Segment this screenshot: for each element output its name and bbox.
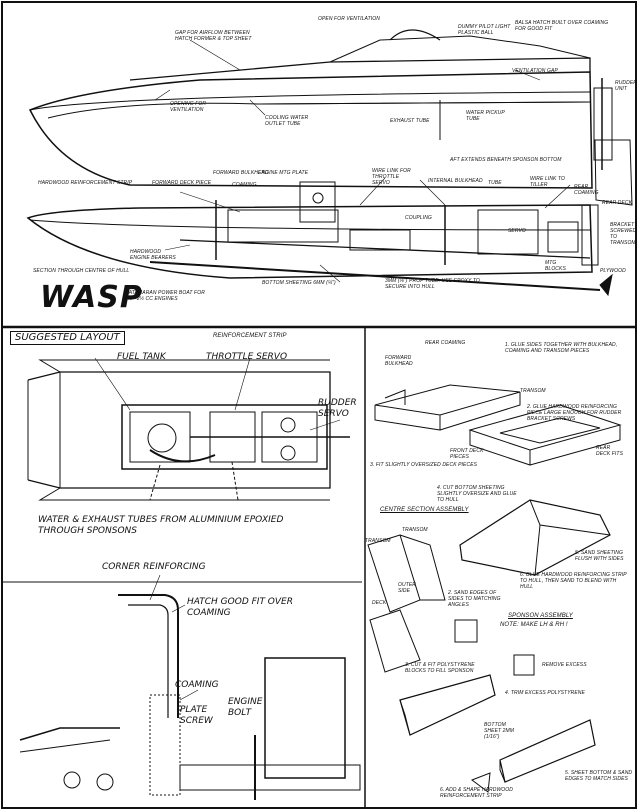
section-header: Suggested Layout bbox=[10, 331, 125, 345]
label-asm-rear-coaming: Rear coaming bbox=[425, 340, 466, 346]
label-open-vent: Open for ventilation bbox=[318, 16, 380, 22]
label-sponson-note: Note: make LH & RH ! bbox=[500, 622, 568, 628]
label-forward-deck: Forward deck piece bbox=[152, 180, 212, 186]
label-asm-step2: 2. Glue hardwood reinforcing piece large… bbox=[527, 404, 622, 422]
drawing-subtitle: Catamaran power boat for 1½ - 2½ cc engi… bbox=[125, 290, 205, 302]
hull-section bbox=[26, 181, 613, 297]
label-asm-transom3: Transom bbox=[365, 538, 391, 544]
label-asm-front-deck: Front deck pieces bbox=[450, 448, 484, 460]
label-wire-throttle: Wire link for throttle servo bbox=[372, 168, 411, 186]
label-asm-step1: 1. Glue sides together with bulkhead, co… bbox=[505, 342, 618, 354]
label-asm-step-sand: 2. Sand edges of sides to matching angle… bbox=[448, 590, 501, 608]
layout-plan bbox=[27, 359, 350, 501]
label-vent-gap: Ventilation gap bbox=[512, 68, 558, 74]
label-asm-transom: Transom bbox=[520, 388, 546, 394]
label-engine-plate: Engine mtg plate bbox=[258, 170, 309, 176]
label-gap-airflow: Gap for airflow between hatch former & t… bbox=[175, 30, 252, 42]
label-plate-screw: Plate screw bbox=[180, 705, 213, 726]
label-hardwood-strip: Hardwood reinforcement strip bbox=[38, 180, 133, 186]
label-sponson-header: Sponson assembly bbox=[508, 613, 573, 619]
label-remove-excess: Remove excess bbox=[542, 662, 587, 668]
label-bottom-sheeting: Bottom sheeting 6mm (¼") bbox=[262, 280, 336, 286]
label-cooling-water: Cooling water outlet tube bbox=[265, 115, 309, 127]
hull-side-elevation bbox=[28, 29, 633, 206]
label-asm-step5b: 5. Sheet bottom & sand edges to match si… bbox=[565, 770, 633, 782]
label-asm-transom2: Transom bbox=[402, 527, 428, 533]
leader-lines bbox=[94, 39, 571, 701]
label-rudder-unit: Rudder unit bbox=[615, 80, 637, 92]
label-asm-forward-bulkhead: Forward bulkhead bbox=[385, 355, 413, 367]
label-bracket: Bracket screwed to transom bbox=[610, 222, 637, 246]
label-corner-reinforcing: Corner reinforcing bbox=[102, 562, 206, 572]
label-asm-step4b: 4. Trim excess polystyrene bbox=[505, 690, 585, 696]
label-asm-step6b: 6. Add & shape hardwood reinforcement st… bbox=[440, 787, 513, 799]
label-fuel-tank: Fuel tank bbox=[117, 352, 166, 362]
corner-detail bbox=[2, 581, 362, 800]
label-dummy-pilot: Dummy pilot light plastic ball bbox=[458, 24, 511, 36]
label-plywood: Plywood bbox=[600, 268, 626, 274]
label-asm-step3: 3. Fit slightly oversized deck pieces bbox=[370, 462, 478, 468]
label-coupling: Coupling bbox=[405, 215, 432, 221]
label-prop-tube: 3mm (⅛") prop tube. Use epoxy to secure … bbox=[385, 278, 480, 290]
label-rudder-servo: Rudder servo bbox=[318, 398, 357, 419]
label-engine-bearers: Hardwood engine bearers bbox=[130, 249, 176, 261]
label-tube: Tube bbox=[488, 180, 502, 186]
label-bottom-sheet: Bottom sheet 2mm (1/16") bbox=[484, 722, 515, 740]
label-rear-deck: Rear deck bbox=[602, 200, 633, 206]
label-asm-rear-deck: Rear deck fits bbox=[596, 445, 624, 457]
label-hatch-fit: Hatch good fit over coaming bbox=[187, 597, 293, 618]
label-section-centre: Section through centre of hull bbox=[33, 268, 130, 274]
label-servo: Servo bbox=[508, 228, 526, 234]
label-balsa-hatch: Balsa hatch built over coaming for good … bbox=[515, 20, 609, 32]
label-forward-bulkhead: Forward bulkhead bbox=[213, 170, 269, 176]
label-coaming: Coaming bbox=[232, 182, 257, 188]
assembly-sketches bbox=[367, 384, 622, 793]
drawing-title: WASP bbox=[40, 280, 143, 315]
label-reinforcement-strip: Reinforcement strip bbox=[213, 333, 287, 339]
label-centre-header: Centre section assembly bbox=[380, 507, 469, 513]
label-throttle-servo: Throttle servo bbox=[206, 352, 288, 362]
label-asm-step5: 5. Sand sheeting flush with sides bbox=[575, 550, 624, 562]
label-asm-step4: 4. Cut bottom sheeting slightly oversize… bbox=[437, 485, 517, 503]
label-water-exhaust: Water & exhaust tubes from aluminium epo… bbox=[38, 515, 284, 536]
label-rear-coaming: Rear coaming bbox=[574, 184, 599, 196]
label-aft-extends: Aft extends beneath sponson bottom bbox=[450, 157, 562, 163]
label-exhaust-tube: Exhaust tube bbox=[390, 118, 430, 124]
label-asm-step6: 6. Glue hardwood reinforcing strip to hu… bbox=[520, 572, 627, 590]
label-asm-outer-side: Outer side bbox=[398, 582, 416, 594]
label-internal-bulkhead: Internal bulkhead bbox=[428, 178, 483, 184]
label-wire-tiller: Wire link to tiller bbox=[530, 176, 566, 188]
label-mtg-blocks: Mtg blocks bbox=[545, 260, 566, 272]
label-asm-deck: Deck bbox=[372, 600, 387, 606]
label-water-pickup: Water pickup tube bbox=[466, 110, 505, 122]
label-asm-step3b: 3. Cut & fit polystyrene blocks to fill … bbox=[405, 662, 475, 674]
label-opening-vent: Opening for ventilation bbox=[170, 101, 207, 113]
label-coaming-detail: Coaming bbox=[175, 680, 219, 690]
label-engine-bolt: Engine bolt bbox=[228, 697, 263, 718]
